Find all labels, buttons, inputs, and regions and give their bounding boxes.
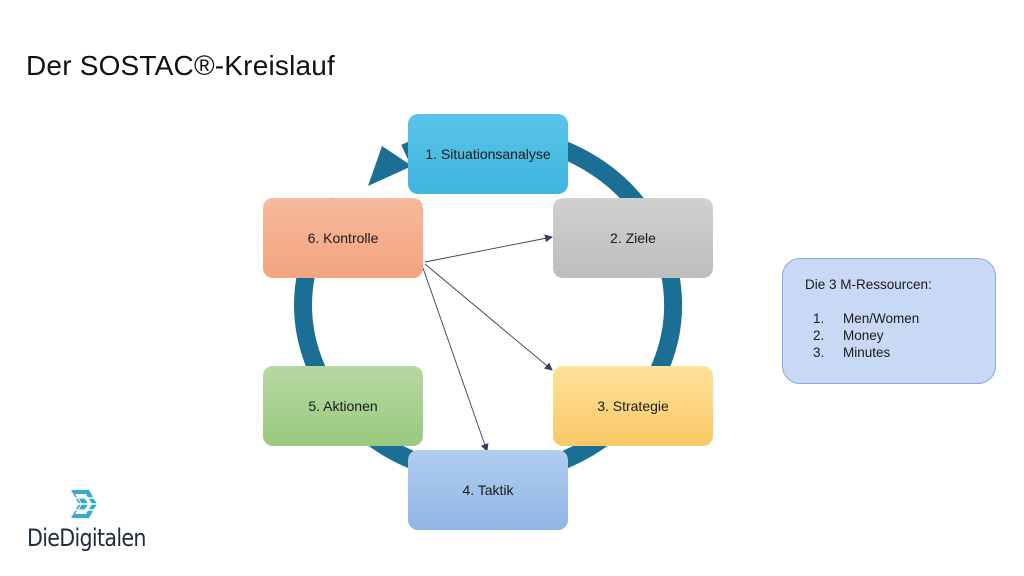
resource-number: 2. bbox=[813, 328, 825, 343]
step-label: 6. Kontrolle bbox=[307, 230, 379, 246]
resource-text: Money bbox=[843, 328, 884, 343]
connector-kontrolle-taktik bbox=[422, 267, 489, 452]
resource-text: Minutes bbox=[843, 345, 891, 360]
step-strategie: 3. Strategie bbox=[553, 366, 713, 446]
step-label: 3. Strategie bbox=[597, 398, 669, 414]
connector-kontrolle-ziele bbox=[424, 234, 553, 263]
resource-number: 3. bbox=[813, 345, 825, 360]
step-ziele: 2. Ziele bbox=[553, 198, 713, 278]
resource-number: 1. bbox=[813, 311, 825, 326]
step-label: 1. Situationsanalyse bbox=[425, 146, 551, 162]
step-aktionen: 5. Aktionen bbox=[263, 366, 423, 446]
step-kontrolle: 6. Kontrolle bbox=[263, 198, 423, 278]
step-taktik: 4. Taktik bbox=[408, 450, 568, 530]
connector-kontrolle-strategie bbox=[424, 263, 553, 371]
resources-box: Die 3 M-Ressourcen: 1. Men/Women 2. Mone… bbox=[782, 258, 996, 384]
brand-logo: DieDigitalen bbox=[27, 488, 146, 558]
resource-item: 1. Men/Women bbox=[805, 310, 995, 327]
step-label: 5. Aktionen bbox=[308, 398, 378, 414]
page-title: Der SOSTAC®-Kreislauf bbox=[26, 50, 336, 81]
resource-item: 2. Money bbox=[805, 327, 995, 344]
logo-mark-icon bbox=[67, 490, 99, 518]
resources-heading: Die 3 M-Ressourcen: bbox=[805, 277, 932, 292]
cycle-arrowhead bbox=[368, 146, 412, 186]
step-situationsanalyse: 1. Situationsanalyse bbox=[408, 114, 568, 194]
logo-text: DieDigitalen bbox=[27, 524, 146, 552]
step-label: 4. Taktik bbox=[462, 482, 514, 498]
step-label: 2. Ziele bbox=[610, 230, 656, 246]
resource-item: 3. Minutes bbox=[805, 344, 995, 361]
resource-text: Men/Women bbox=[843, 311, 920, 326]
